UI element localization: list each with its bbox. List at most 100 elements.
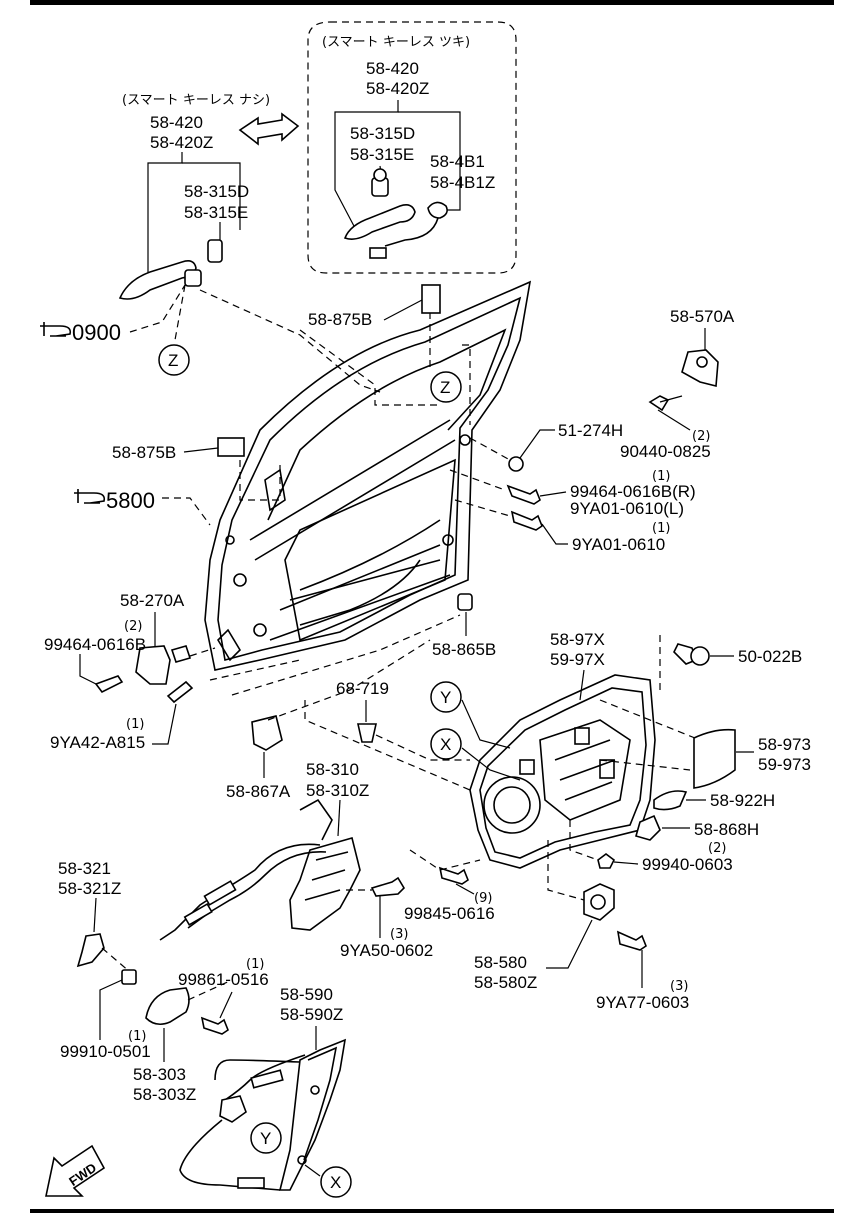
svg-text:(1): (1) bbox=[652, 521, 670, 536]
hinge-58-570a-icon bbox=[681, 349, 719, 388]
smart-keyless-group: (スマート キーレス ツキ) 58-420 58-420Z 58-315D 58… bbox=[307, 21, 517, 274]
label-68-719: 68-719 bbox=[336, 679, 389, 698]
handle-cap-icon bbox=[207, 239, 223, 263]
label-99845-0616: 99845-0616 bbox=[404, 904, 495, 923]
label-58-867a: 58-867A bbox=[226, 782, 291, 801]
label-58-321z: 58-321Z bbox=[58, 879, 121, 898]
label-58-420-smart: 58-420 bbox=[366, 59, 419, 78]
label-9ya01-0610: 9YA01-0610 bbox=[572, 535, 665, 554]
svg-text:(1): (1) bbox=[652, 469, 670, 484]
label-51-274h: 51-274H bbox=[558, 421, 623, 440]
label-58-321: 58-321 bbox=[58, 859, 111, 878]
label-58-922h: 58-922H bbox=[710, 791, 775, 810]
bumper-58-865b-icon bbox=[457, 593, 473, 611]
label-58-420z: 58-420Z bbox=[150, 133, 213, 152]
marker-y-bottom: Y bbox=[250, 1122, 282, 1154]
label-9ya01-0610-l: 9YA01-0610(L) bbox=[570, 499, 684, 518]
label-59-973: 59-973 bbox=[758, 755, 811, 774]
label-58-875b-upper: 58-875B bbox=[308, 310, 372, 329]
label-58-310z: 58-310Z bbox=[306, 781, 369, 800]
top-border bbox=[30, 0, 834, 5]
label-58-580z: 58-580Z bbox=[474, 973, 537, 992]
ref-5800[interactable]: 5800 bbox=[74, 488, 155, 513]
bolt-99464-icon bbox=[506, 484, 541, 505]
clip-50-022b-icon bbox=[673, 643, 697, 665]
svg-text:Y: Y bbox=[260, 1129, 271, 1148]
svg-text:(9): (9) bbox=[474, 891, 492, 906]
svg-text:(1): (1) bbox=[126, 717, 144, 732]
label-58-303: 58-303 bbox=[133, 1065, 186, 1084]
label-58-590: 58-590 bbox=[280, 985, 333, 1004]
marker-z-left: Z bbox=[158, 344, 190, 376]
marker-y-middle: Y bbox=[430, 681, 462, 713]
screw-99861-icon bbox=[200, 1016, 229, 1035]
title-smart-keyless: (スマート キーレス ツキ) bbox=[322, 35, 470, 50]
label-58-315d-smart: 58-315D bbox=[350, 124, 415, 143]
seal-58-922h-icon bbox=[653, 790, 688, 811]
ref-0900-label[interactable]: 0900 bbox=[72, 320, 121, 345]
label-59-97x: 59-97X bbox=[550, 650, 605, 669]
label-99940-0603: 99940-0603 bbox=[642, 855, 733, 874]
label-9ya50-0602: 9YA50-0602 bbox=[340, 941, 433, 960]
svg-text:(1): (1) bbox=[128, 1029, 146, 1044]
label-58-315e: 58-315E bbox=[184, 203, 248, 222]
label-58-315e-smart: 58-315E bbox=[350, 145, 414, 164]
label-58-580: 58-580 bbox=[474, 953, 527, 972]
label-99464-0616b: 99464-0616B bbox=[44, 635, 146, 654]
label-58-973: 58-973 bbox=[758, 735, 811, 754]
bottom-border bbox=[30, 1209, 834, 1213]
svg-text:(2): (2) bbox=[692, 429, 710, 444]
ref-5800-label[interactable]: 5800 bbox=[106, 488, 155, 513]
label-58-420: 58-420 bbox=[150, 113, 203, 132]
svg-text:(2): (2) bbox=[708, 841, 726, 856]
svg-text:X: X bbox=[330, 1173, 341, 1192]
window-regulator-58-590 bbox=[179, 1038, 347, 1191]
outer-handle-icon bbox=[118, 260, 197, 300]
motor-58-580-icon bbox=[583, 883, 615, 921]
bolt-9ya01-icon bbox=[510, 510, 543, 531]
label-58-868h: 58-868H bbox=[694, 820, 759, 839]
svg-text:(3): (3) bbox=[390, 927, 408, 942]
grommet-51-274h-icon bbox=[508, 456, 524, 472]
screw-90440-icon bbox=[648, 395, 670, 412]
marker-z-center: Z bbox=[430, 371, 462, 403]
pad-58-875b-upper-icon bbox=[421, 284, 441, 314]
svg-text:(2): (2) bbox=[124, 619, 142, 634]
door-frame bbox=[204, 280, 532, 671]
label-58-315d: 58-315D bbox=[184, 182, 249, 201]
label-99464-0616b-r: 99464-0616B(R) bbox=[570, 482, 696, 501]
svg-text:(3): (3) bbox=[670, 979, 688, 994]
label-99910-0501: 99910-0501 bbox=[60, 1042, 151, 1061]
screw-9ya50-icon bbox=[370, 876, 406, 897]
title-non-smart: (スマート キーレス ナシ) bbox=[122, 93, 270, 108]
label-58-4b1: 58-4B1 bbox=[430, 152, 485, 171]
label-58-303z: 58-303Z bbox=[133, 1085, 196, 1104]
seal-58-973-icon bbox=[693, 728, 736, 789]
door-module-58-97x bbox=[469, 674, 656, 869]
label-9ya77-0603: 9YA77-0603 bbox=[596, 993, 689, 1012]
label-58-570a: 58-570A bbox=[670, 307, 735, 326]
pad-58-868h-icon bbox=[635, 814, 661, 841]
door-latch-58-310 bbox=[159, 798, 361, 941]
label-58-97x: 58-97X bbox=[550, 630, 605, 649]
svg-text:Y: Y bbox=[440, 688, 451, 707]
label-58-875b-lower: 58-875B bbox=[112, 443, 176, 462]
bolt-9ya42-icon bbox=[166, 680, 194, 704]
marker-x-bottom: X bbox=[320, 1166, 352, 1198]
bolt-99464-lower-icon bbox=[94, 675, 124, 694]
clip-99910-icon bbox=[121, 969, 137, 985]
label-50-022b: 50-022B bbox=[738, 647, 802, 666]
antenna-sensor-icon bbox=[427, 201, 448, 219]
double-arrow-icon bbox=[238, 112, 300, 146]
svg-text:X: X bbox=[440, 735, 451, 754]
hinge-58-270a-icon bbox=[135, 645, 171, 685]
svg-text:Z: Z bbox=[168, 351, 178, 370]
ref-0900[interactable]: 0900 bbox=[40, 320, 121, 345]
non-smart-group: (スマート キーレス ナシ) 58-420 58-420Z 58-315D 58… bbox=[40, 93, 381, 393]
label-58-270a: 58-270A bbox=[120, 591, 185, 610]
clip-68-719-icon bbox=[357, 723, 377, 743]
striker-58-867a-icon bbox=[251, 715, 283, 751]
label-58-310: 58-310 bbox=[306, 760, 359, 779]
label-58-4b1z: 58-4B1Z bbox=[430, 173, 495, 192]
